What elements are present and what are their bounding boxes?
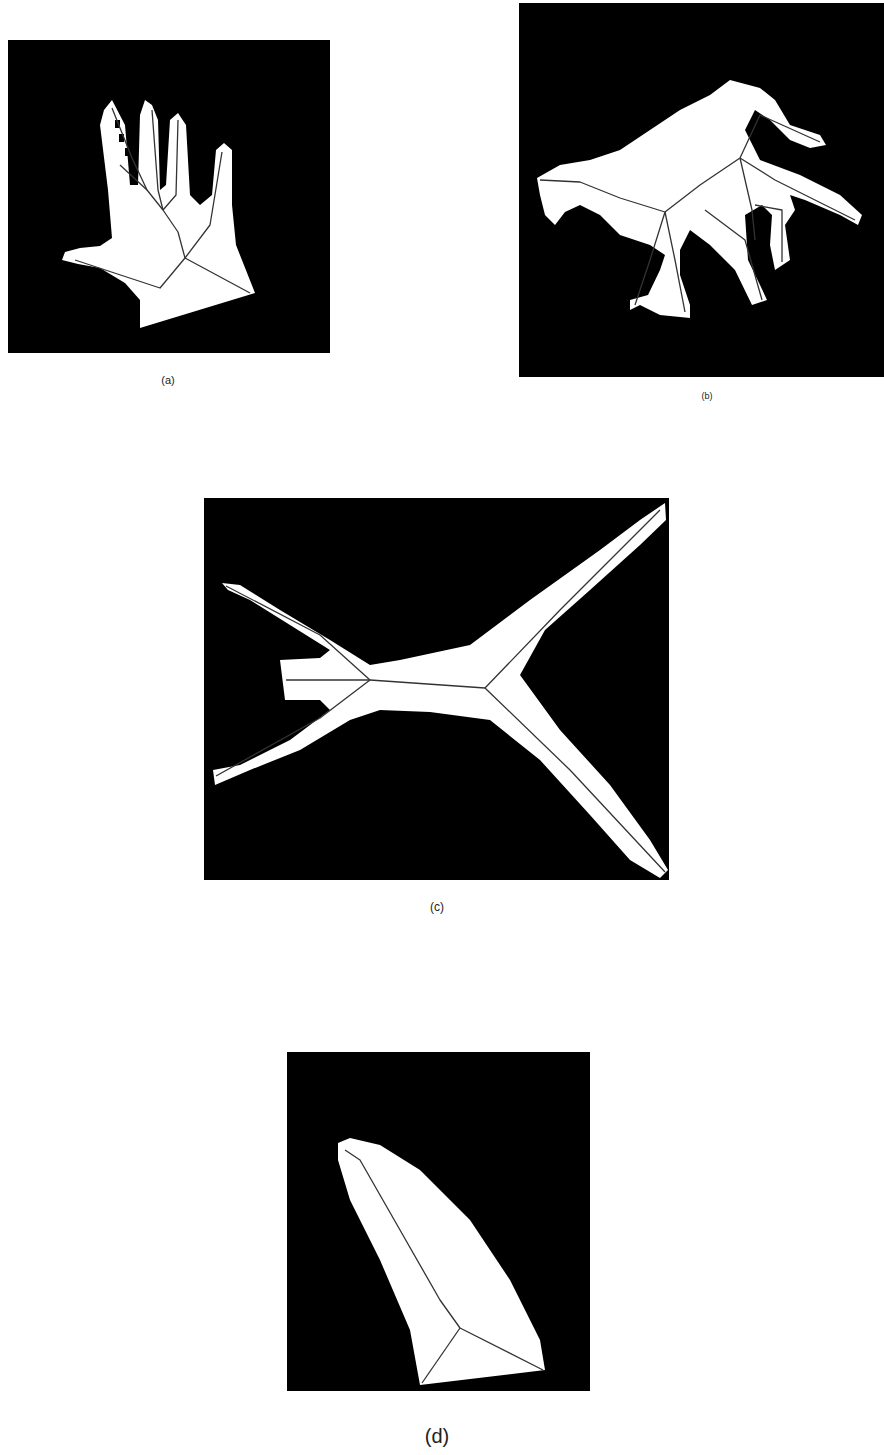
panel-background xyxy=(203,497,670,881)
panel-background xyxy=(8,40,330,353)
panel-background xyxy=(519,3,884,377)
tooth-skeleton xyxy=(345,1150,543,1383)
tooth-silhouette xyxy=(338,1138,545,1385)
hand-silhouette xyxy=(62,100,255,328)
panel-label: (d) xyxy=(425,1426,449,1446)
hand-skeleton xyxy=(75,108,250,293)
horse-silhouette xyxy=(537,80,862,318)
panel-label: (b) xyxy=(702,392,713,401)
horse-skeleton xyxy=(540,115,855,312)
panel-background xyxy=(287,1052,590,1391)
panel-label: (c) xyxy=(430,901,444,913)
star-silhouette xyxy=(213,503,668,878)
panel-label: (a) xyxy=(161,375,174,386)
star-skeleton xyxy=(216,510,665,872)
